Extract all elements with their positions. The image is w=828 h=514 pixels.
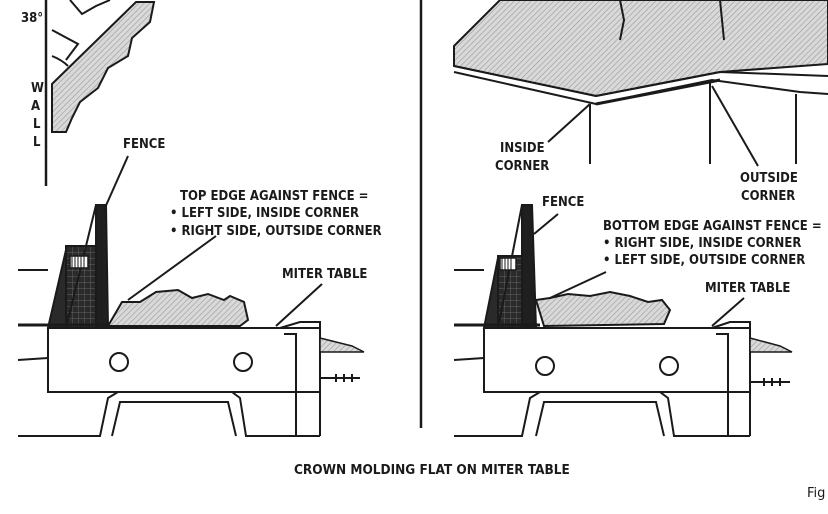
left-note-line2: • RIGHT SIDE, OUTSIDE CORNER	[170, 224, 382, 239]
wall-detail: 38°	[21, 0, 156, 186]
angle-label: 38°	[21, 11, 43, 26]
figure-caption: CROWN MOLDING FLAT ON MITER TABLE	[294, 462, 570, 478]
right-note-line1: • RIGHT SIDE, INSIDE CORNER	[603, 236, 801, 251]
right-saw	[453, 204, 793, 437]
right-fence-label: FENCE	[542, 195, 584, 210]
inside-corner-label-2: CORNER	[495, 159, 549, 174]
left-note-title: TOP EDGE AGAINST FENCE =	[180, 189, 368, 204]
left-saw	[17, 155, 365, 437]
ceiling-molding	[453, 0, 828, 167]
right-note-title: BOTTOM EDGE AGAINST FENCE =	[603, 219, 822, 234]
figure-number-label: Fig	[807, 486, 825, 501]
left-note-line1: • LEFT SIDE, INSIDE CORNER	[170, 206, 359, 221]
outside-corner-label-1: OUTSIDE	[740, 171, 798, 186]
right-note-line2: • LEFT SIDE, OUTSIDE CORNER	[603, 253, 805, 268]
wall-label: W A L L	[31, 81, 44, 150]
left-fence-label: FENCE	[123, 137, 165, 152]
svg-text:L: L	[33, 117, 41, 132]
outside-corner-label-2: CORNER	[741, 189, 795, 204]
svg-text:W: W	[31, 81, 44, 96]
inside-corner-label-1: INSIDE	[500, 141, 545, 156]
left-miter-label: MITER TABLE	[282, 267, 367, 282]
svg-text:L: L	[33, 135, 41, 150]
right-miter-label: MITER TABLE	[705, 281, 790, 296]
svg-text:A: A	[31, 99, 40, 114]
